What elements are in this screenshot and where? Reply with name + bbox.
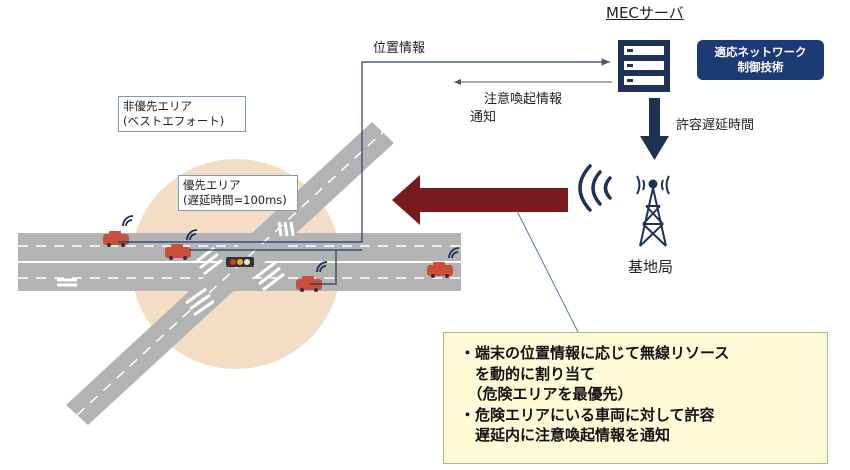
priority-area-label: 優先エリア (遅延時間=100ms) bbox=[178, 175, 298, 211]
car bbox=[296, 276, 322, 292]
badge-line-2: 制御技術 bbox=[737, 60, 784, 74]
crosswalk-marks bbox=[57, 221, 295, 317]
priority-line-2: (遅延時間=100ms) bbox=[183, 193, 287, 207]
note-line: （危険エリアを最優先） bbox=[460, 385, 633, 403]
non-priority-line-1: 非優先エリア bbox=[123, 99, 192, 113]
summary-note: ・端末の位置情報に応じて無線リソース を動的に割り当て （危険エリアを最優先） … bbox=[443, 332, 828, 464]
server-icon bbox=[618, 40, 670, 92]
non-priority-line-2: (ベストエフォート) bbox=[123, 114, 225, 128]
radio-wave-icon bbox=[578, 164, 612, 212]
alert-label-line-1: 注意喚起情報 bbox=[484, 92, 563, 107]
non-priority-area-label: 非優先エリア (ベストエフォート) bbox=[118, 96, 246, 132]
down-arrow bbox=[640, 98, 669, 160]
allowed-delay-label: 許容遅延時間 bbox=[676, 118, 755, 133]
adaptive-network-badge: 適応ネットワーク 制御技術 bbox=[697, 40, 824, 80]
badge-line-1: 適応ネットワーク bbox=[714, 45, 807, 59]
position-info-label: 位置情報 bbox=[373, 41, 426, 56]
note-line: を動的に割り当て bbox=[460, 364, 596, 383]
note-line: 遅延内に注意喚起情報を通知 bbox=[460, 426, 671, 444]
traffic-light bbox=[226, 257, 254, 267]
alert-label-line-2: 通知 bbox=[470, 110, 497, 125]
tower-icon bbox=[636, 175, 670, 247]
server-title: MECサーバ bbox=[606, 4, 684, 22]
position-info-lines bbox=[118, 58, 610, 285]
big-left-arrow bbox=[392, 175, 568, 225]
car bbox=[427, 262, 453, 278]
priority-line-1: 優先エリア bbox=[183, 178, 241, 192]
note-line: ・危険エリアにいる車両に対して許容 bbox=[460, 405, 715, 424]
signal-wave-icon bbox=[122, 215, 460, 273]
base-station-label: 基地局 bbox=[628, 258, 674, 276]
car bbox=[165, 244, 191, 260]
callout-line bbox=[516, 210, 579, 333]
note-line: ・端末の位置情報に応じて無線リソース bbox=[460, 344, 730, 362]
diagonal-road bbox=[66, 122, 394, 425]
